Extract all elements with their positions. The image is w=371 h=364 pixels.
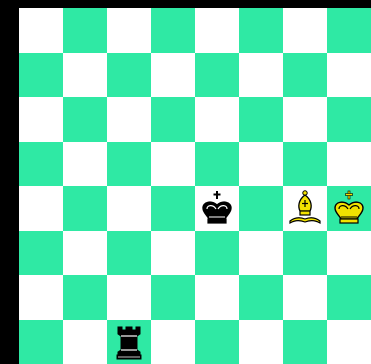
square-a7[interactable] (19, 53, 63, 98)
square-d7[interactable] (151, 53, 195, 98)
square-e5[interactable] (195, 142, 239, 187)
square-a4[interactable] (19, 186, 63, 231)
square-h7[interactable] (327, 53, 371, 98)
square-d3[interactable] (151, 231, 195, 276)
square-b5[interactable] (63, 142, 107, 187)
square-a6[interactable] (19, 97, 63, 142)
square-g7[interactable] (283, 53, 327, 98)
square-d1[interactable] (151, 320, 195, 364)
square-g5[interactable] (283, 142, 327, 187)
square-h2[interactable] (327, 275, 371, 320)
square-c3[interactable] (107, 231, 151, 276)
square-g1[interactable] (283, 320, 327, 364)
square-h5[interactable] (327, 142, 371, 187)
square-e8[interactable] (195, 8, 239, 53)
square-g2[interactable] (283, 275, 327, 320)
square-h1[interactable] (327, 320, 371, 364)
black-rook-icon[interactable] (107, 320, 151, 364)
square-a2[interactable] (19, 275, 63, 320)
square-e7[interactable] (195, 53, 239, 98)
square-c4[interactable] (107, 186, 151, 231)
square-d6[interactable] (151, 97, 195, 142)
square-a8[interactable] (19, 8, 63, 53)
chess-board[interactable] (19, 8, 371, 364)
square-d4[interactable] (151, 186, 195, 231)
square-g3[interactable] (283, 231, 327, 276)
square-f2[interactable] (239, 275, 283, 320)
square-c6[interactable] (107, 97, 151, 142)
square-b7[interactable] (63, 53, 107, 98)
square-e3[interactable] (195, 231, 239, 276)
square-c8[interactable] (107, 8, 151, 53)
square-f4[interactable] (239, 186, 283, 231)
square-b4[interactable] (63, 186, 107, 231)
square-f1[interactable] (239, 320, 283, 364)
square-f6[interactable] (239, 97, 283, 142)
square-h6[interactable] (327, 97, 371, 142)
square-d8[interactable] (151, 8, 195, 53)
square-g8[interactable] (283, 8, 327, 53)
square-e1[interactable] (195, 320, 239, 364)
square-f5[interactable] (239, 142, 283, 187)
square-d2[interactable] (151, 275, 195, 320)
square-d5[interactable] (151, 142, 195, 187)
square-b6[interactable] (63, 97, 107, 142)
square-h8[interactable] (327, 8, 371, 53)
square-f3[interactable] (239, 231, 283, 276)
black-king-icon[interactable] (195, 186, 239, 231)
yellow-bishop-icon[interactable] (283, 186, 327, 231)
square-g6[interactable] (283, 97, 327, 142)
square-e2[interactable] (195, 275, 239, 320)
square-a1[interactable] (19, 320, 63, 364)
square-a3[interactable] (19, 231, 63, 276)
board-frame-top (0, 0, 371, 8)
square-c5[interactable] (107, 142, 151, 187)
square-f7[interactable] (239, 53, 283, 98)
board-frame-left (0, 0, 19, 364)
square-b2[interactable] (63, 275, 107, 320)
square-b1[interactable] (63, 320, 107, 364)
yellow-king-icon[interactable] (327, 186, 371, 231)
square-f8[interactable] (239, 8, 283, 53)
square-a5[interactable] (19, 142, 63, 187)
square-c2[interactable] (107, 275, 151, 320)
square-h3[interactable] (327, 231, 371, 276)
square-e6[interactable] (195, 97, 239, 142)
square-b8[interactable] (63, 8, 107, 53)
square-b3[interactable] (63, 231, 107, 276)
square-c7[interactable] (107, 53, 151, 98)
